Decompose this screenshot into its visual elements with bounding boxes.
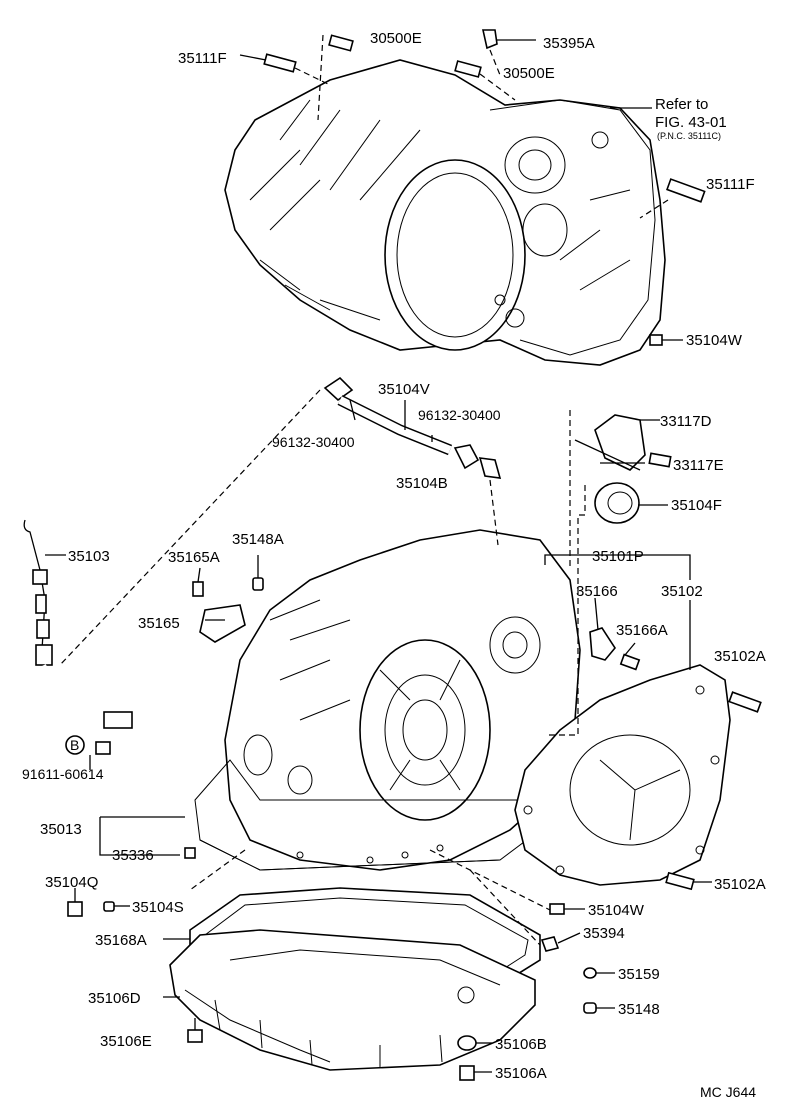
transaxle-case bbox=[194, 529, 581, 871]
plug-35106A bbox=[459, 1065, 492, 1081]
leader-lines bbox=[89, 399, 691, 998]
diagram-code: MC J644 bbox=[700, 1084, 756, 1100]
labels: 30500E 35395A 35111F 30500E Refer to FIG… bbox=[22, 30, 766, 1100]
plug-35104S bbox=[103, 901, 130, 912]
bolt-35395A bbox=[482, 29, 536, 76]
label-96132-b: 96132-30400 bbox=[418, 407, 501, 423]
label-35104F: 35104F bbox=[671, 497, 722, 514]
label-35101P: 35101P bbox=[592, 548, 644, 565]
bolt-35111F-right bbox=[639, 178, 706, 219]
label-33117D: 33117D bbox=[660, 413, 712, 430]
bolt-30500E-top bbox=[317, 34, 354, 121]
label-35166A: 35166A bbox=[616, 622, 668, 639]
bolt-35102A-bottom bbox=[665, 871, 712, 891]
label-B: B bbox=[70, 737, 79, 753]
label-35104Q: 35104Q bbox=[45, 874, 98, 891]
label-35165A: 35165A bbox=[168, 549, 220, 566]
hose-35104V bbox=[323, 376, 502, 479]
label-35103: 35103 bbox=[68, 548, 110, 565]
bolt-35111F-top-left bbox=[239, 53, 331, 86]
label-35104S: 35104S bbox=[132, 899, 184, 916]
bolt-30500E-mid bbox=[454, 60, 516, 101]
label-35111F-b: 35111F bbox=[706, 176, 755, 193]
label-30500E-a: 30500E bbox=[370, 30, 422, 47]
bolt-35106E bbox=[187, 1018, 203, 1043]
label-35106E: 35106E bbox=[100, 1033, 152, 1050]
label-96132-a: 96132-30400 bbox=[272, 434, 355, 450]
transaxle-housing bbox=[224, 59, 666, 366]
dipstick-tube-35013 bbox=[42, 664, 196, 859]
label-35013: 35013 bbox=[40, 821, 82, 838]
bolt-35166A bbox=[619, 653, 641, 671]
label-35102: 35102 bbox=[661, 583, 703, 600]
label-35106A: 35106A bbox=[495, 1065, 547, 1082]
bolt-33117E bbox=[648, 452, 672, 468]
refer-line-3: (P.N.C. 35111C) bbox=[657, 131, 721, 141]
oil-pan-35106D bbox=[169, 929, 536, 1071]
gasket-35394 bbox=[540, 932, 581, 952]
plug-35148A bbox=[252, 555, 264, 591]
refer-line-1: Refer to bbox=[655, 96, 708, 113]
label-35336: 35336 bbox=[112, 847, 154, 864]
label-35165: 35165 bbox=[138, 615, 180, 632]
plug-35104W-bottom bbox=[549, 903, 585, 915]
bracket-33117D bbox=[574, 414, 660, 471]
plug-35104W-top bbox=[649, 334, 683, 346]
label-35104B: 35104B bbox=[396, 475, 448, 492]
dipstick-35103 bbox=[23, 519, 66, 666]
oil-seal-35104F bbox=[594, 482, 668, 524]
label-30500E-b: 30500E bbox=[503, 65, 555, 82]
gasket-35159 bbox=[583, 967, 615, 979]
plate-35166 bbox=[589, 597, 616, 661]
dashed-guides bbox=[59, 389, 586, 946]
label-35104V: 35104V bbox=[378, 381, 430, 398]
label-35166: 35166 bbox=[576, 583, 618, 600]
refer-line-2: FIG. 43-01 bbox=[655, 114, 727, 131]
plug-35148 bbox=[583, 1002, 615, 1014]
plate-35165 bbox=[199, 604, 246, 643]
label-35159: 35159 bbox=[618, 966, 660, 983]
clip-91611 bbox=[65, 735, 85, 755]
label-35395A: 35395A bbox=[543, 35, 595, 52]
label-35104W-a: 35104W bbox=[686, 332, 743, 349]
side-cover-35102 bbox=[514, 664, 731, 886]
label-35106B: 35106B bbox=[495, 1036, 547, 1053]
label-35102A-b: 35102A bbox=[714, 876, 766, 893]
label-33117E: 33117E bbox=[673, 457, 724, 474]
label-35111F-a: 35111F bbox=[178, 50, 227, 67]
bolt-35165A bbox=[192, 581, 204, 597]
label-35106D: 35106D bbox=[88, 990, 141, 1007]
label-35148: 35148 bbox=[618, 1001, 660, 1018]
label-35102A-a: 35102A bbox=[714, 648, 766, 665]
label-35168A: 35168A bbox=[95, 932, 147, 949]
gasket-35106B bbox=[457, 1035, 492, 1051]
label-35104W-b: 35104W bbox=[588, 902, 645, 919]
label-35148A: 35148A bbox=[232, 531, 284, 548]
label-91611: 91611-60614 bbox=[22, 766, 104, 782]
bolt-35102A-top bbox=[728, 691, 762, 713]
label-35394: 35394 bbox=[583, 925, 625, 942]
bolt-35104Q bbox=[67, 888, 83, 917]
